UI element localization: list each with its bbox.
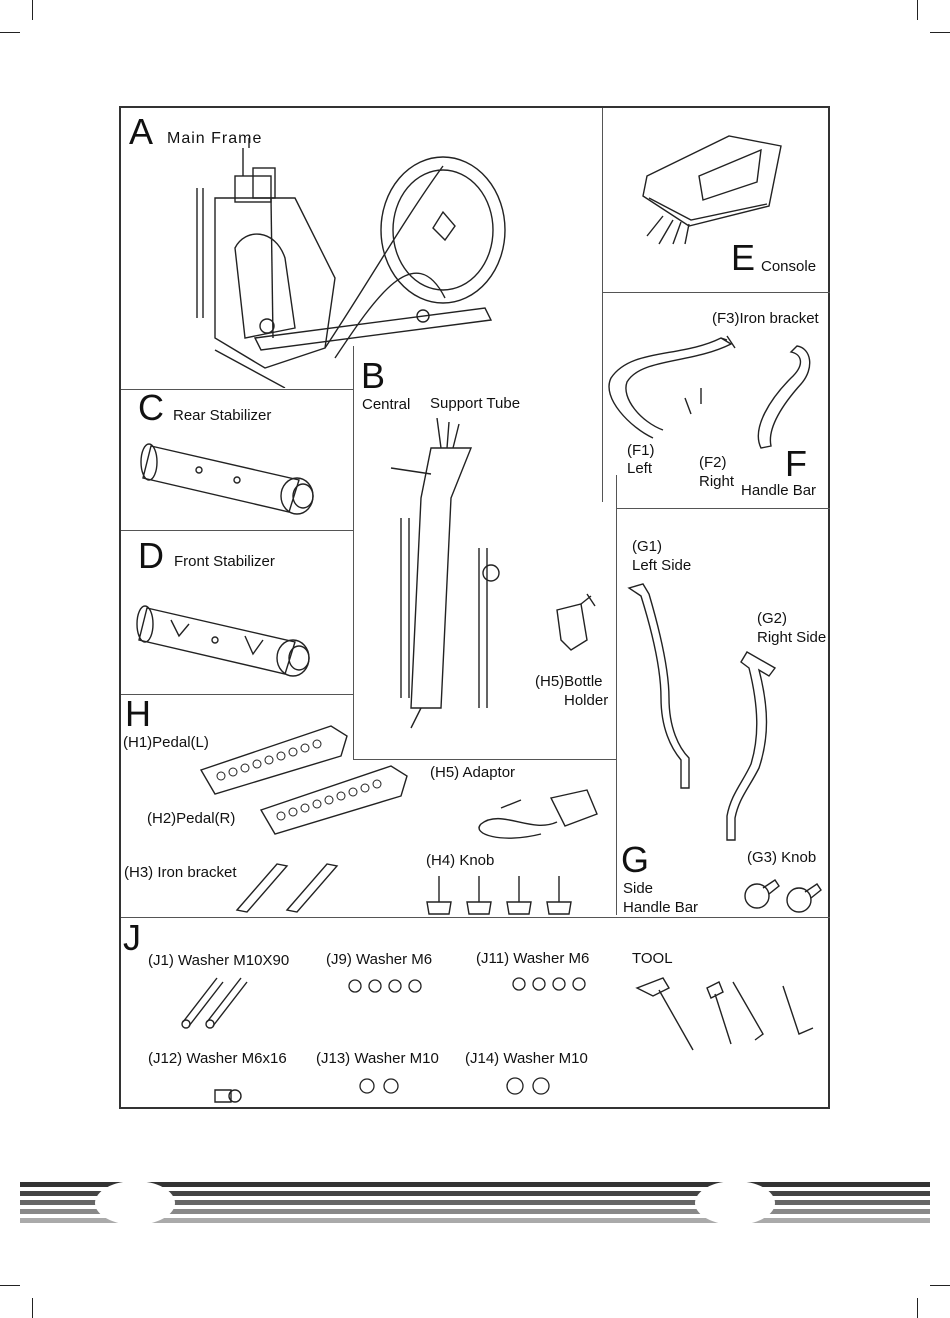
section-letter-j: J <box>123 917 141 958</box>
divider <box>602 292 830 293</box>
iron-brackets-drawing <box>235 863 339 913</box>
tools-drawing <box>635 977 814 1051</box>
bottle-holder-label-2: Holder <box>564 692 609 709</box>
side-handle-bars-drawing <box>627 583 777 841</box>
f3-label: (F3)Iron bracket <box>712 310 819 327</box>
h1-pedal-left-label: (H1)Pedal(L) <box>123 734 209 751</box>
j14-label: (J14) Washer M10 <box>465 1050 588 1067</box>
section-letter-f: F <box>785 443 807 484</box>
parts-sheet: A Main Frame <box>119 106 830 1109</box>
section-letter-d: D <box>138 535 164 576</box>
f2-side-label: Right <box>699 473 735 490</box>
h3-iron-bracket-label: (H3) Iron bracket <box>124 864 237 881</box>
f1-label: (F1) <box>627 442 655 459</box>
j14-washers-drawing <box>506 1077 550 1095</box>
footer-stripes <box>20 1181 930 1225</box>
j11-washers-drawing <box>512 977 586 991</box>
j9-washers-drawing <box>348 979 422 993</box>
main-frame-drawing <box>196 138 506 388</box>
divider <box>353 759 616 760</box>
crop-mark <box>917 0 918 20</box>
section-letter-a: A <box>129 111 154 152</box>
divider <box>121 694 353 695</box>
handle-bar-drawing <box>608 335 811 449</box>
front-stabilizer-drawing <box>136 605 310 677</box>
divider <box>616 508 830 509</box>
j1-label: (J1) Washer M10X90 <box>148 952 290 969</box>
section-letter-e: E <box>731 237 756 278</box>
j11-label: (J11) Washer M6 <box>476 950 590 967</box>
console-drawing <box>642 135 782 245</box>
g3-knob-label: (G3) Knob <box>747 849 817 866</box>
j12-bolt-drawing <box>214 1089 242 1103</box>
divider <box>602 108 603 502</box>
crop-mark <box>32 1298 33 1318</box>
rear-stabilizer-label: Rear Stabilizer <box>173 407 272 424</box>
crop-mark <box>930 1285 950 1286</box>
f2-label: (F2) <box>699 454 727 471</box>
g1-side-label: Left Side <box>632 557 692 574</box>
f1-side-label: Left <box>627 460 653 477</box>
bottle-holder-label: (H5)Bottle <box>535 673 603 690</box>
side-label: Side <box>623 880 654 897</box>
g2-label: (G2) <box>757 610 787 627</box>
divider <box>121 389 353 390</box>
crop-mark <box>32 0 33 20</box>
g3-knobs-drawing <box>744 879 822 913</box>
rear-stabilizer-drawing <box>140 443 314 515</box>
section-letter-h: H <box>125 693 151 734</box>
j12-label: (J12) Washer M6x16 <box>148 1050 287 1067</box>
central-support-tube-drawing <box>390 418 500 729</box>
h2-pedal-right-label: (H2)Pedal(R) <box>147 810 236 827</box>
support-tube-label: Support Tube <box>430 395 521 412</box>
front-stabilizer-label: Front Stabilizer <box>174 553 275 570</box>
adaptor-drawing <box>478 789 598 839</box>
j13-label: (J13) Washer M10 <box>316 1050 439 1067</box>
bottle-holder-drawing <box>556 593 596 651</box>
crop-mark <box>930 32 950 33</box>
main-frame-label: Main Frame <box>167 130 263 147</box>
j9-label: (J9) Washer M6 <box>326 951 433 968</box>
g2-side-label: Right Side <box>757 629 827 646</box>
j13-washers-drawing <box>359 1078 399 1094</box>
crop-mark <box>0 32 20 33</box>
pedals-drawing <box>199 725 408 835</box>
h4-knob-label: (H4) Knob <box>426 852 495 869</box>
handle-bar-label: Handle Bar <box>741 482 817 499</box>
divider <box>121 917 830 918</box>
h5-adaptor-label: (H5) Adaptor <box>430 764 516 781</box>
j1-bolts-drawing <box>181 977 248 1029</box>
console-label: Console <box>761 258 817 275</box>
g1-label: (G1) <box>632 538 662 555</box>
divider <box>353 346 354 759</box>
side-handle-bar-label: Handle Bar <box>623 899 699 916</box>
section-letter-b: B <box>361 355 386 396</box>
divider <box>121 530 353 531</box>
tool-label: TOOL <box>632 950 673 967</box>
central-label: Central <box>362 396 411 413</box>
h4-knobs-drawing <box>426 876 572 915</box>
crop-mark <box>917 1298 918 1318</box>
divider <box>616 475 617 915</box>
crop-mark <box>0 1285 20 1286</box>
section-letter-c: C <box>138 387 164 428</box>
section-letter-g: G <box>621 839 650 880</box>
